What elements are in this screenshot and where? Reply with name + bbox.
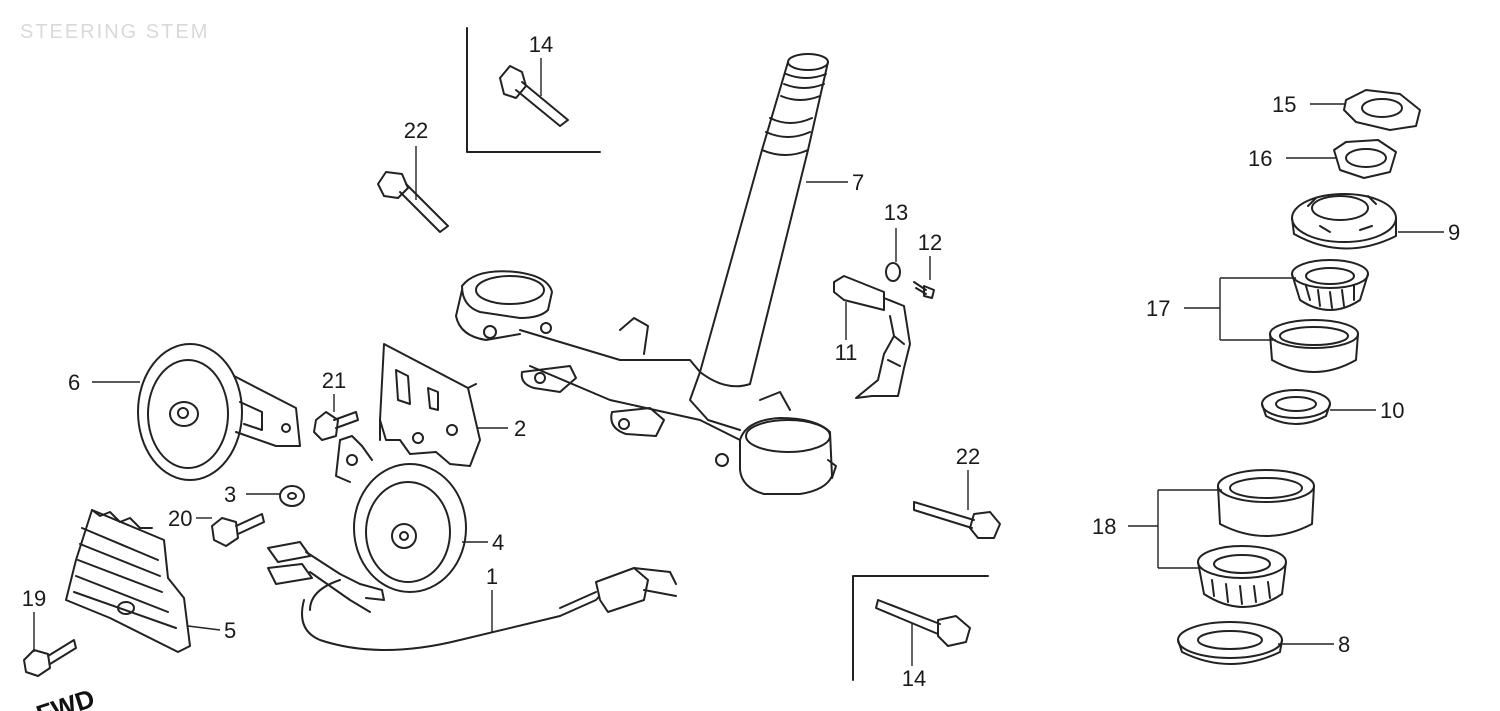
label-12: 12: [918, 230, 942, 255]
label-17: 17: [1146, 296, 1170, 321]
label-14-top: 14: [529, 32, 553, 57]
part-18-bearing: [1197, 469, 1315, 608]
part-1-wire-harness: [267, 541, 677, 651]
label-1: 1: [486, 564, 498, 589]
label-7: 7: [852, 170, 864, 195]
label-16: 16: [1248, 146, 1272, 171]
label-14-bottom: 14: [902, 666, 926, 691]
part-10-dust-seal: [1261, 389, 1331, 425]
part-4-horn: [335, 435, 467, 593]
label-15: 15: [1272, 92, 1296, 117]
label-18: 18: [1092, 514, 1116, 539]
label-4: 4: [492, 530, 504, 555]
part-3-washer: [279, 485, 305, 507]
label-21: 21: [322, 368, 346, 393]
part-5-horn-cover: [65, 509, 191, 653]
part-19-bolt: [23, 639, 77, 677]
inset-box-top: [466, 27, 601, 153]
part-22-bolt-top: [377, 171, 449, 233]
part-2-horn-bracket: [379, 343, 481, 467]
label-8: 8: [1338, 632, 1350, 657]
label-20: 20: [168, 506, 192, 531]
part-16-lock-washer: [1333, 139, 1397, 179]
part-7-steering-stem: [699, 53, 829, 388]
label-13: 13: [884, 200, 908, 225]
diagram-title: STEERING STEM: [20, 21, 209, 43]
part-12-screw: [913, 281, 935, 299]
label-19: 19: [22, 586, 46, 611]
label-5: 5: [224, 618, 236, 643]
part-labels: 14 22 7 13 12 11 6 21 2 3 20 4 5 1 19 22…: [22, 32, 1460, 691]
label-10: 10: [1380, 398, 1404, 423]
part-20-bolt: [211, 513, 265, 547]
leader-lines: [33, 58, 1444, 666]
fwd-direction-label: FWD: [33, 683, 99, 711]
inset-box-bottom: [852, 575, 989, 681]
part-6-horn: [137, 343, 301, 481]
part-7-bottom-bridge: [455, 270, 837, 495]
part-11-switch: [833, 275, 911, 399]
part-21-bolt: [313, 411, 359, 441]
label-3: 3: [224, 482, 236, 507]
label-22-top: 22: [404, 118, 428, 143]
label-9: 9: [1448, 220, 1460, 245]
part-14-bolt-top: [499, 65, 569, 127]
part-17-bearing: [1269, 259, 1369, 373]
part-22-bolt-right: [913, 501, 1001, 539]
label-22-right: 22: [956, 444, 980, 469]
part-14-bolt-bottom: [875, 599, 971, 647]
part-15-lock-nut: [1343, 89, 1421, 131]
part-9-adjusting-nut: [1291, 193, 1397, 250]
label-11: 11: [835, 340, 858, 365]
label-6: 6: [68, 370, 80, 395]
part-13-washer: [885, 262, 901, 282]
part-8-dust-seal: [1177, 621, 1283, 665]
label-2: 2: [514, 416, 526, 441]
